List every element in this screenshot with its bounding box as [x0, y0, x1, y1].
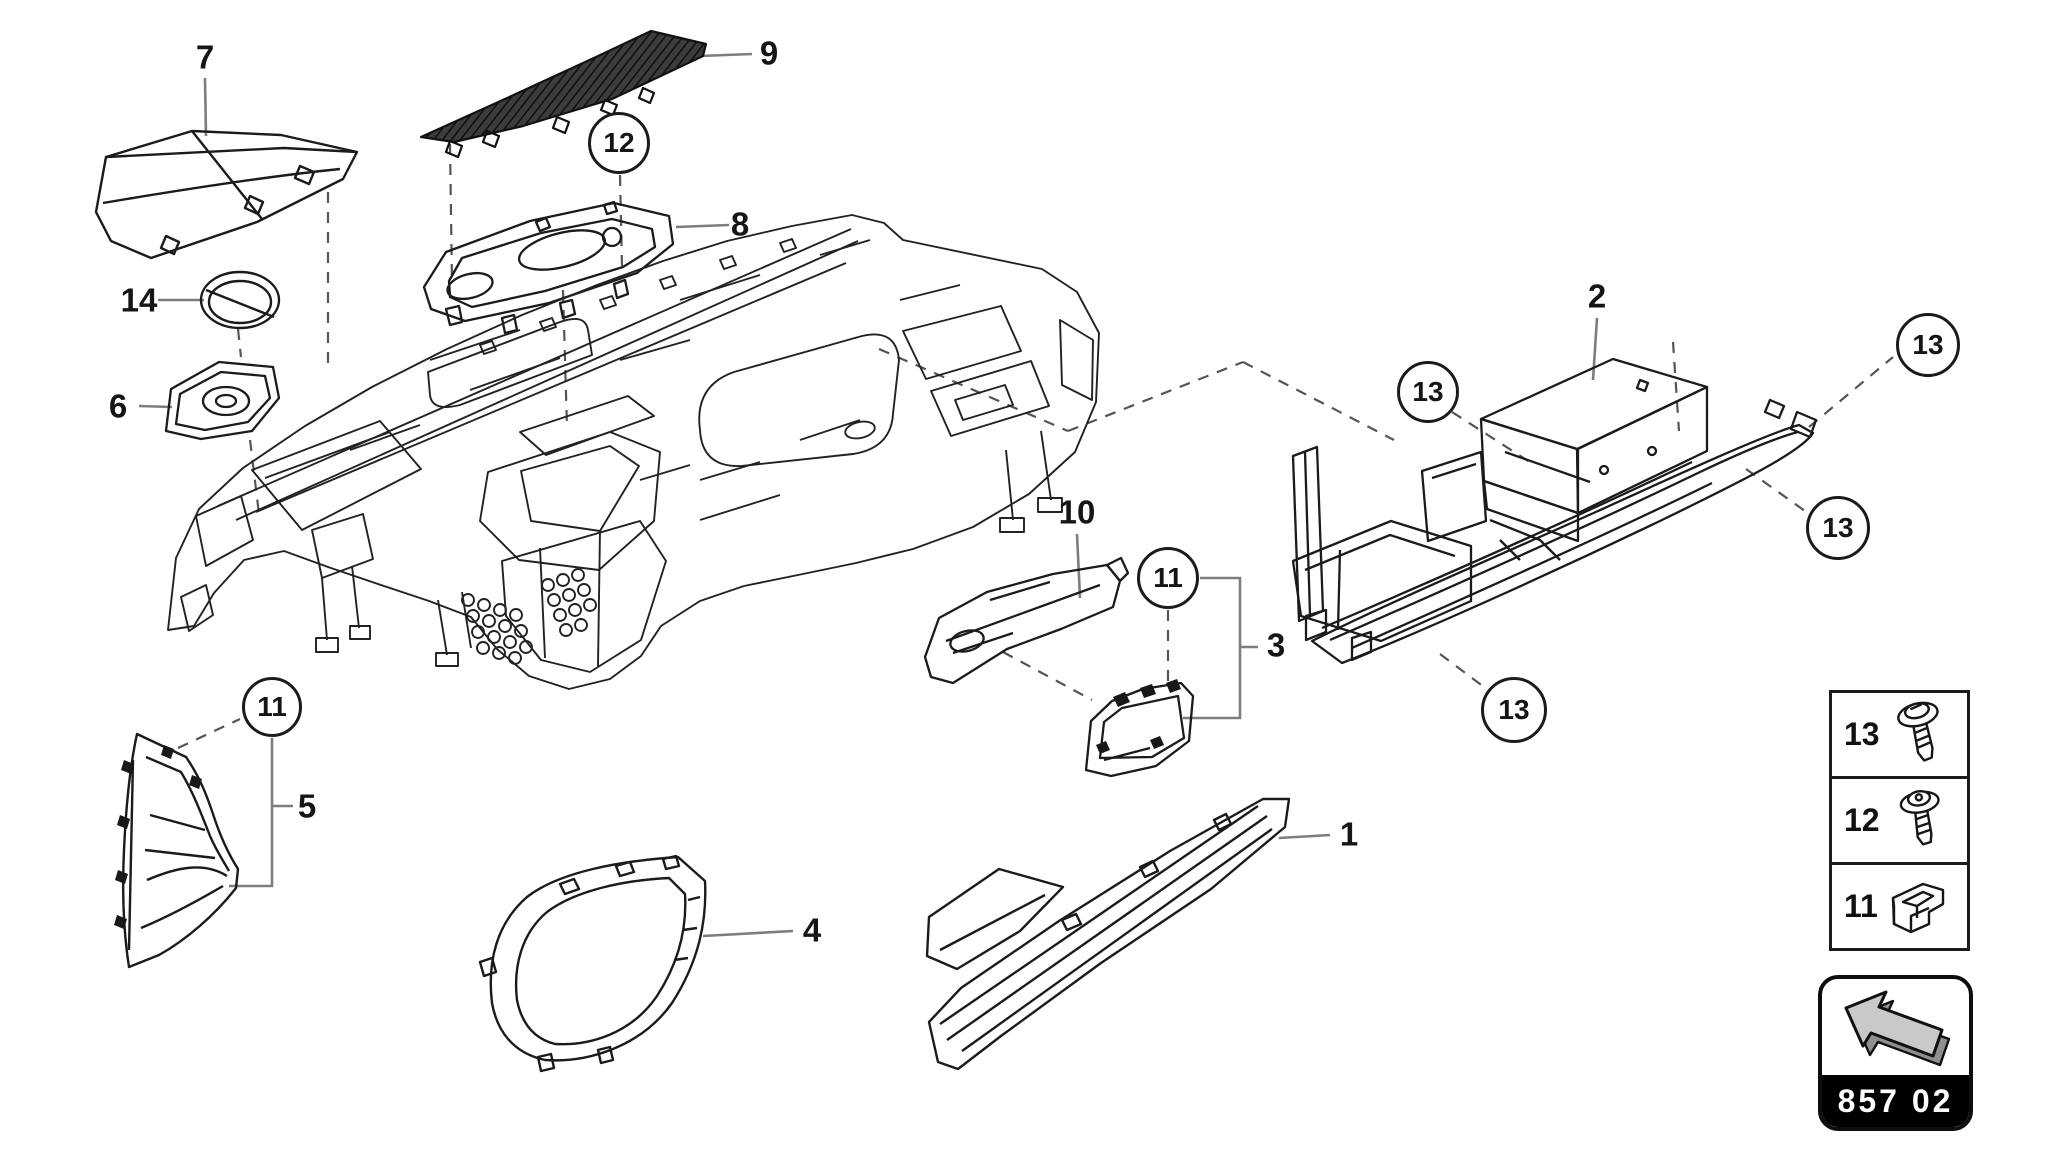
part-9-speaker-grille [419, 29, 708, 159]
callout-4[interactable]: 4 [802, 911, 822, 949]
leader-lines [138, 52, 1599, 938]
callout-3[interactable]: 3 [1266, 626, 1286, 664]
page-code-label: 857 02 [1822, 1075, 1969, 1127]
callout-9[interactable]: 9 [759, 34, 779, 72]
flanged-screw-icon [1887, 781, 1959, 861]
speaker-perforation-holes [461, 568, 597, 665]
up-left-block-arrow-icon [1822, 979, 1969, 1075]
callout-8[interactable]: 8 [730, 205, 750, 243]
callout-6[interactable]: 6 [108, 387, 128, 425]
callout-10[interactable]: 10 [1058, 493, 1096, 531]
instrument-panel-carrier [167, 214, 1100, 690]
legend-number-11: 11 [1844, 888, 1878, 924]
balloon-12[interactable]: 12 [588, 112, 650, 174]
part-6-trim-panel [164, 360, 281, 441]
part-8-support-frame [422, 200, 675, 335]
balloon-13-left[interactable]: 13 [1397, 361, 1459, 423]
part-5-pillar-trim [114, 732, 240, 969]
legend-row-13[interactable]: 13 [1832, 693, 1967, 776]
part-3-bracket [1084, 679, 1195, 778]
part-10-lower-duct [923, 556, 1130, 685]
balloon-13-bottom[interactable]: 13 [1481, 677, 1547, 743]
legend-number-13: 13 [1844, 716, 1880, 752]
retaining-clip-icon [1881, 872, 1959, 942]
part-1-console-trim [925, 797, 1291, 1071]
part-14-round-cap [199, 270, 281, 330]
callout-14[interactable]: 14 [120, 281, 158, 319]
balloon-11-left[interactable]: 11 [242, 677, 302, 737]
legend-row-11[interactable]: 11 [1832, 862, 1967, 948]
callout-2[interactable]: 2 [1587, 277, 1607, 315]
callout-1[interactable]: 1 [1339, 815, 1359, 853]
part-4-cluster-bezel [478, 854, 707, 1073]
balloon-13-top-right[interactable]: 13 [1896, 313, 1960, 377]
balloon-11-center[interactable]: 11 [1137, 547, 1199, 609]
fastener-legend-table: 13 12 [1829, 690, 1970, 951]
part-2-glovebox-assembly [1291, 357, 1818, 665]
legend-row-12[interactable]: 12 [1832, 776, 1967, 862]
callout-7[interactable]: 7 [195, 38, 215, 76]
page-code-tab[interactable]: 857 02 [1818, 975, 1973, 1131]
balloon-13-right[interactable]: 13 [1806, 496, 1870, 560]
flanged-screw-icon [1887, 695, 1959, 775]
callout-5[interactable]: 5 [297, 787, 317, 825]
part-7-top-cover [94, 129, 359, 260]
legend-number-12: 12 [1844, 802, 1880, 838]
